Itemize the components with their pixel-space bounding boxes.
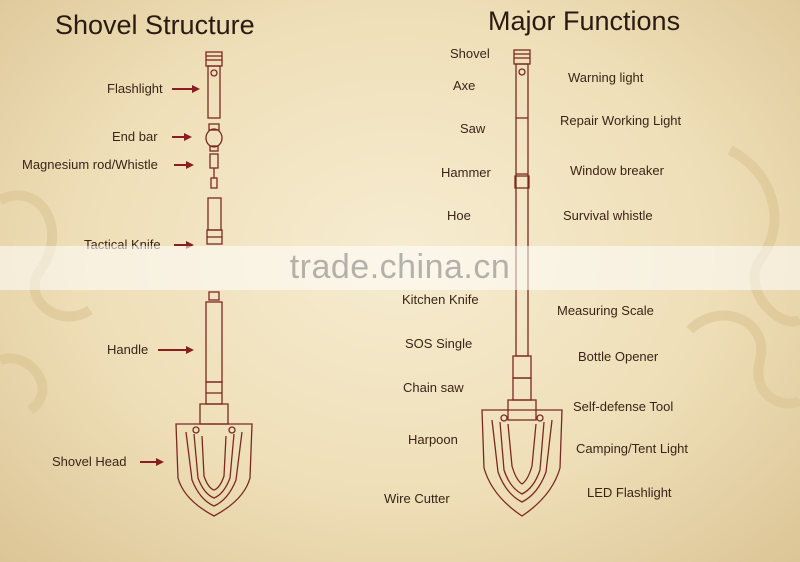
- function-repair-working-light: Repair Working Light: [560, 113, 682, 128]
- left-swirl-2: [0, 353, 48, 415]
- shovel-head-arrow: [156, 458, 164, 466]
- function-hammer: Hammer: [441, 165, 491, 180]
- function-harpoon: Harpoon: [408, 432, 458, 447]
- function-self-defense-tool: Self-defense Tool: [573, 399, 674, 414]
- shovel-head-part: [175, 403, 253, 517]
- right-swirl-2: [686, 310, 800, 409]
- magnesium-rod-part: [209, 153, 219, 189]
- function-hoe: Hoe: [447, 208, 471, 223]
- function-window-breaker: Window breaker: [570, 163, 664, 178]
- function-kitchen-knife: Kitchen Knife: [402, 292, 479, 307]
- function-sos-single: SOS Single: [405, 336, 473, 351]
- label-end-bar: End bar: [112, 129, 158, 144]
- function-led-flashlight: LED Flashlight: [587, 485, 672, 500]
- function-wire-cutter: Wire Cutter: [384, 491, 450, 506]
- label-shovel-head: Shovel Head: [52, 454, 127, 469]
- end-bar-part: [205, 123, 223, 152]
- handle-arrow: [186, 346, 194, 354]
- function-camping-tent-light: Camping/Tent Light: [576, 441, 689, 456]
- major-functions-title: Major Functions: [488, 6, 681, 36]
- label-handle: Handle: [107, 342, 149, 357]
- watermark-text: trade.china.cn: [289, 248, 511, 286]
- function-chain-saw: Chain saw: [403, 380, 464, 395]
- shovel-structure-title: Shovel Structure: [55, 10, 255, 40]
- function-axe: Axe: [453, 78, 476, 93]
- function-warning-light: Warning light: [568, 70, 644, 85]
- function-shovel: Shovel: [450, 46, 490, 61]
- function-measuring-scale: Measuring Scale: [557, 303, 654, 318]
- watermark-band: [0, 246, 800, 290]
- function-bottle-opener: Bottle Opener: [578, 349, 659, 364]
- end-bar-arrow: [184, 133, 192, 141]
- magnesium-arrow: [186, 161, 194, 169]
- flashlight-arrow: [192, 85, 200, 93]
- function-survival-whistle: Survival whistle: [563, 208, 653, 223]
- flashlight-part: [205, 51, 223, 119]
- label-magnesium-rod: Magnesium rod/Whistle: [22, 157, 158, 172]
- label-flashlight: Flashlight: [107, 81, 163, 96]
- tactical-knife-part: [206, 197, 223, 245]
- function-saw: Saw: [460, 121, 486, 136]
